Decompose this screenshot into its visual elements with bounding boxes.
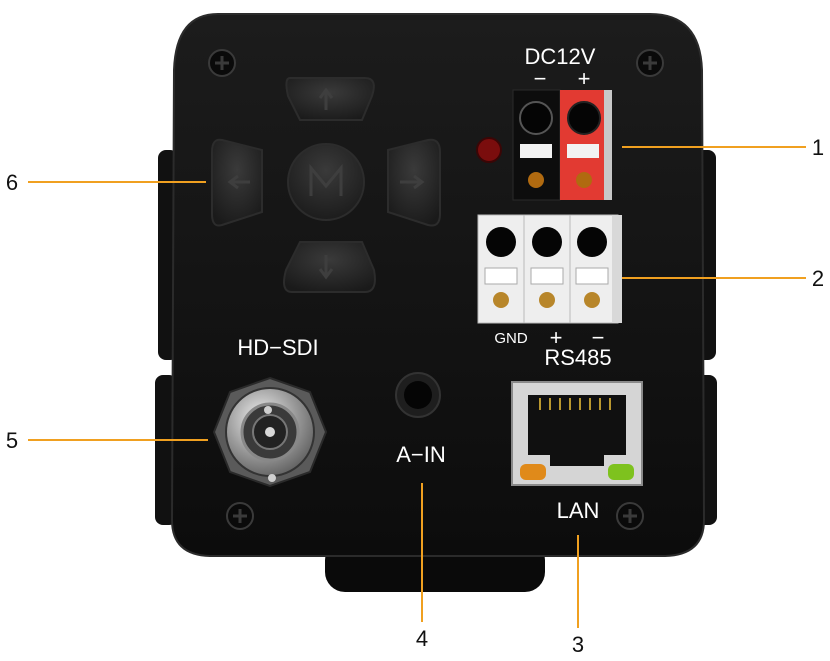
power-minus-hole — [519, 101, 553, 135]
callout-leaders — [28, 146, 806, 628]
callout-4: 4 — [416, 626, 428, 651]
lan-link-led — [608, 464, 634, 480]
power-minus-screw — [528, 172, 544, 188]
power-minus-release-tab — [520, 144, 552, 158]
button-left[interactable] — [211, 138, 263, 227]
a-in-label: A−IN — [396, 442, 446, 467]
callout-6: 6 — [6, 170, 18, 195]
left-arrow-icon — [227, 174, 250, 190]
hd-sdi-label: HD−SDI — [237, 335, 318, 360]
power-plus-hole — [567, 101, 601, 135]
lan-label: LAN — [557, 498, 600, 523]
dc12v-plus-label: + — [578, 66, 591, 91]
right-arrow-icon — [400, 174, 425, 190]
rs485-minus-hole — [577, 227, 607, 257]
screw-bottom-right — [616, 502, 644, 530]
screw-top-right — [636, 49, 664, 77]
lan-rj45-port — [511, 381, 643, 486]
rs485-minus-label: − — [592, 325, 605, 350]
dc12v-minus-label: − — [534, 66, 547, 91]
osd-button-pad — [211, 77, 441, 293]
lan-activity-led — [520, 464, 546, 480]
menu-m-icon — [309, 163, 343, 196]
power-plus-screw — [576, 172, 592, 188]
dc12v-power-terminal — [512, 89, 612, 201]
callout-3: 3 — [572, 632, 584, 657]
callout-1: 1 — [812, 135, 824, 160]
down-arrow-icon — [318, 255, 334, 280]
rs485-gnd-screw — [493, 292, 509, 308]
screw-bottom-left — [226, 502, 254, 530]
callout-2: 2 — [812, 266, 824, 291]
corner-screws — [208, 49, 664, 530]
hd-sdi-bnc-connector — [212, 376, 328, 488]
dc12v-label: DC12V — [525, 44, 596, 69]
rs485-minus-screw — [584, 292, 600, 308]
power-led — [476, 137, 502, 163]
rs485-plus-label: + — [550, 325, 563, 350]
button-right[interactable] — [387, 138, 441, 227]
up-arrow-icon — [318, 87, 334, 110]
rs485-terminal — [477, 214, 622, 324]
audio-in-jack — [395, 372, 441, 418]
button-down[interactable] — [283, 241, 376, 293]
screw-top-left — [208, 49, 236, 77]
rs485-label: RS485 — [544, 345, 611, 370]
button-menu[interactable] — [287, 143, 365, 221]
rs485-gnd-label: GND — [494, 330, 528, 347]
power-plus-release-tab — [567, 144, 599, 158]
rs485-plus-hole — [532, 227, 562, 257]
rs485-plus-screw — [539, 292, 555, 308]
button-up[interactable] — [285, 77, 375, 121]
rs485-gnd-hole — [486, 227, 516, 257]
power-terminal-edge — [604, 90, 612, 200]
callout-5: 5 — [6, 428, 18, 453]
